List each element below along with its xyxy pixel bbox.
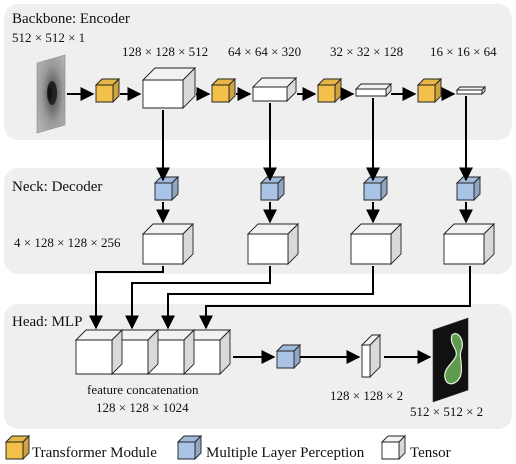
transformer-module-1 bbox=[94, 77, 121, 104]
arrow-decoder1-to-concat bbox=[89, 266, 164, 330]
decoder-mlp-2 bbox=[259, 175, 286, 202]
decoder-tensor-2 bbox=[246, 222, 300, 266]
input-dim-label: 512 × 512 × 1 bbox=[12, 30, 85, 45]
stage1-dim-label: 128 × 128 × 512 bbox=[122, 44, 208, 59]
encoder-tensor-stage1 bbox=[141, 66, 197, 110]
legend-transformer-swatch bbox=[4, 434, 31, 461]
stage3-dim-label: 32 × 32 × 128 bbox=[330, 44, 403, 59]
transformer-module-3 bbox=[316, 77, 343, 104]
head-mlp bbox=[275, 343, 302, 370]
legend-mlp-swatch bbox=[176, 434, 203, 461]
legend-tensor-label: Tensor bbox=[410, 445, 451, 461]
concat-label: feature concatenation bbox=[87, 382, 199, 397]
encoder-tensor-stage4 bbox=[455, 85, 487, 96]
encoder-tensor-stage2 bbox=[251, 76, 298, 103]
head-output-tensor bbox=[360, 333, 382, 379]
decoder-tensor-4 bbox=[442, 222, 496, 266]
head-title: Head: MLP bbox=[12, 314, 82, 330]
legend-transformer-label: Transformer Module bbox=[32, 445, 157, 461]
stage4-dim-label: 16 × 16 × 64 bbox=[430, 44, 497, 59]
head-output-dim-label: 128 × 128 × 2 bbox=[330, 388, 403, 403]
stage2-dim-label: 64 × 64 × 320 bbox=[228, 44, 301, 59]
legend-mlp-label: Multiple Layer Perception bbox=[206, 445, 365, 461]
output-mask bbox=[432, 317, 469, 403]
legend-tensor-swatch bbox=[380, 434, 407, 461]
encoder-panel bbox=[4, 4, 512, 140]
arrow-decoder2-to-concat bbox=[125, 266, 271, 330]
output-dim-label: 512 × 512 × 2 bbox=[410, 404, 483, 419]
decoder-title: Neck: Decoder bbox=[12, 179, 102, 195]
concat-tensor-1 bbox=[74, 328, 124, 376]
decoder-mlp-1 bbox=[153, 175, 180, 202]
transformer-module-2 bbox=[210, 77, 237, 104]
decoder-tensor-3 bbox=[349, 222, 403, 266]
arrow-decoder4-to-concat bbox=[199, 266, 471, 330]
decoder-mlp-3 bbox=[362, 175, 389, 202]
decoder-dim-label: 4 × 128 × 128 × 256 bbox=[14, 235, 121, 250]
encoder-tensor-stage3 bbox=[354, 82, 393, 98]
decoder-tensor-1 bbox=[141, 222, 195, 266]
encoder-title: Backbone: Encoder bbox=[12, 11, 130, 27]
decoder-mlp-4 bbox=[455, 175, 482, 202]
arrow-decoder3-to-concat bbox=[161, 266, 374, 330]
transformer-module-4 bbox=[416, 77, 443, 104]
concat-dim-label: 128 × 128 × 1024 bbox=[96, 400, 189, 415]
input-image bbox=[36, 54, 66, 134]
